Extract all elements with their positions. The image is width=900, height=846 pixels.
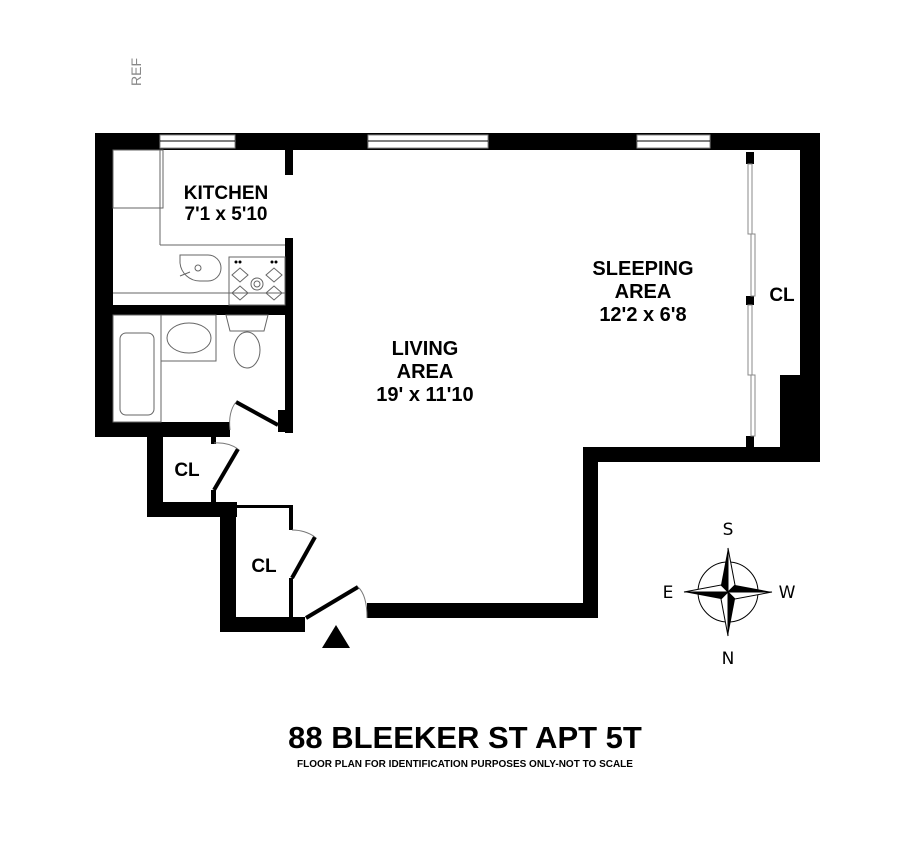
closet-2-label: CL xyxy=(251,556,277,577)
toilet-bowl xyxy=(233,331,261,369)
closet-sliding-doors xyxy=(747,163,756,437)
room-labels: REF KITCHEN 7'1 x 5'10 LIVING AREA 19' x… xyxy=(128,58,795,577)
compass-east: E xyxy=(663,583,674,603)
sleeping-name-line1: SLEEPING xyxy=(592,258,693,280)
kitchen-size: 7'1 x 5'10 xyxy=(185,204,268,225)
doors xyxy=(212,400,368,648)
refrigerator xyxy=(112,149,164,209)
ref-label: REF xyxy=(128,58,144,86)
compass-rose: S N E W xyxy=(663,520,796,669)
toilet-tank xyxy=(225,314,269,332)
bath-sink xyxy=(166,322,212,354)
address-title: 88 BLEEKER ST APT 5T xyxy=(288,720,642,755)
vanity xyxy=(160,314,217,362)
sleeping-size: 12'2 x 6'8 xyxy=(599,304,686,326)
entrance-arrow-icon xyxy=(322,625,350,648)
sleeping-name-line2: AREA xyxy=(615,281,672,303)
closet-1-label: CL xyxy=(174,460,200,481)
compass-south: S xyxy=(723,520,734,540)
compass-west: W xyxy=(779,583,796,603)
disclaimer: FLOOR PLAN FOR IDENTIFICATION PURPOSES O… xyxy=(297,759,633,770)
windows xyxy=(159,134,711,149)
stove-icon xyxy=(228,256,286,306)
walls xyxy=(95,133,820,632)
bath-fixtures xyxy=(112,314,269,423)
kitchen-name: KITCHEN xyxy=(184,183,268,204)
kitchen-fixtures xyxy=(112,149,286,306)
sink-icon xyxy=(179,254,222,282)
bathtub xyxy=(119,332,155,416)
sleeping-closet-label: CL xyxy=(769,285,795,306)
living-size: 19' x 11'10 xyxy=(376,384,473,406)
compass-north: N xyxy=(722,649,735,669)
living-name-line1: LIVING xyxy=(392,338,459,360)
living-name-line2: AREA xyxy=(397,361,454,383)
